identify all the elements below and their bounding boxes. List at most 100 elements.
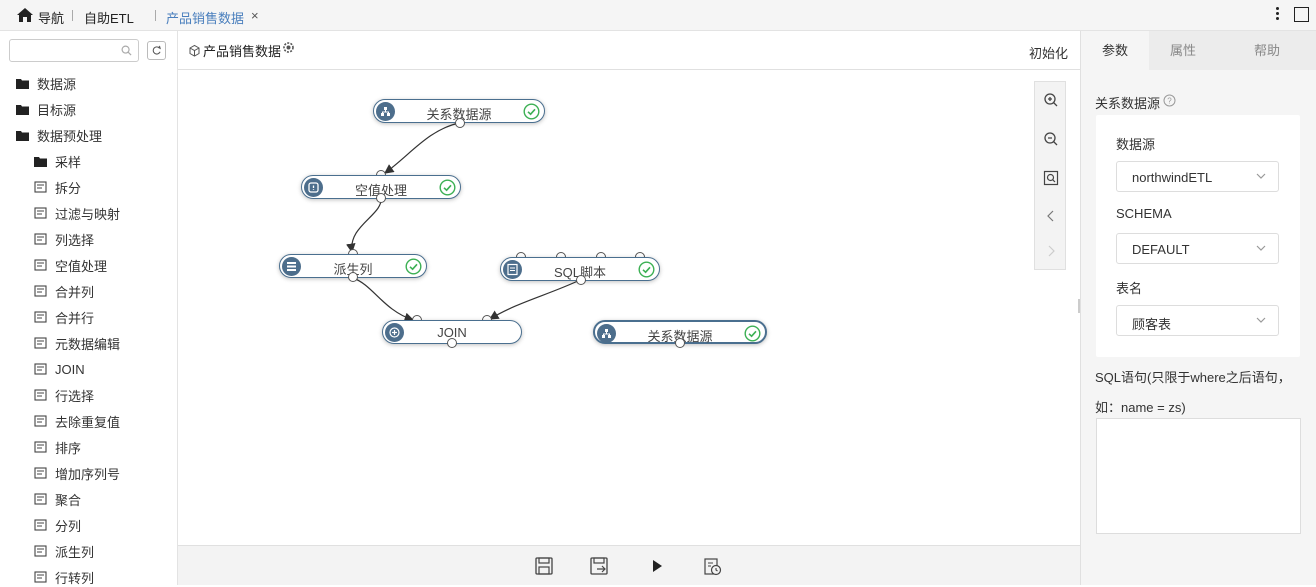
sidebar-item[interactable]: 派生列 <box>33 541 94 561</box>
output-port[interactable] <box>376 193 386 203</box>
maximize-icon[interactable] <box>1294 7 1309 22</box>
sidebar-item[interactable]: JOIN <box>33 359 85 379</box>
initialize-button[interactable]: 初始化 <box>1028 46 1068 61</box>
sidebar-item[interactable]: 行转列 <box>33 567 94 587</box>
sidebar-item[interactable]: 分列 <box>33 515 81 535</box>
sidebar-item-label: 行选择 <box>55 388 95 404</box>
sidebar-item[interactable]: 增加序列号 <box>33 463 120 483</box>
tab-params[interactable]: 参数 <box>1081 31 1149 70</box>
sidebar-item-label: 行转列 <box>55 570 95 586</box>
success-check-icon <box>638 261 655 278</box>
sql-script-icon <box>503 260 522 279</box>
table-label: 表名 <box>1116 281 1143 296</box>
success-check-icon <box>405 258 422 275</box>
tab-close-icon[interactable]: × <box>251 8 259 23</box>
zoom-in-icon[interactable] <box>1043 92 1059 108</box>
output-port[interactable] <box>576 275 586 285</box>
aggregate-icon <box>34 493 47 505</box>
join-icon <box>34 363 47 375</box>
refresh-button[interactable] <box>147 41 166 60</box>
output-port[interactable] <box>675 338 685 348</box>
sidebar-item[interactable]: 聚合 <box>33 489 81 509</box>
search-input[interactable] <box>9 39 139 62</box>
sort-icon <box>34 441 47 453</box>
bottom-toolbar <box>178 545 1080 585</box>
sidebar-item[interactable]: 采样 <box>33 151 81 171</box>
sidebar-item[interactable]: 排序 <box>33 437 81 457</box>
top-bar: 导航 自助ETL 产品销售数据 × <box>0 0 1316 31</box>
sidebar-item-label: 去除重复值 <box>55 414 121 430</box>
sidebar-item-label: 增加序列号 <box>55 466 121 482</box>
save-as-icon[interactable] <box>589 556 609 576</box>
sidebar-item-label: JOIN <box>55 361 85 377</box>
tab-product-sales[interactable]: 产品销售数据 <box>166 11 245 26</box>
sidebar-item[interactable]: 行选择 <box>33 385 94 405</box>
gear-icon[interactable] <box>282 41 295 54</box>
help-icon[interactable]: ? <box>1163 94 1176 107</box>
sidebar-item-label: 目标源 <box>37 102 77 118</box>
node-label: 派生列 <box>333 262 373 277</box>
sidebar-item[interactable]: 拆分 <box>33 177 81 197</box>
sidebar-item-label: 拆分 <box>55 180 82 196</box>
zoom-out-icon[interactable] <box>1043 131 1059 147</box>
sidebar-item-label: 排序 <box>55 440 82 456</box>
tab-help[interactable]: 帮助 <box>1217 31 1316 70</box>
fit-view-icon[interactable] <box>1043 170 1059 186</box>
node-label: JOIN <box>437 325 467 340</box>
sidebar-item[interactable]: 合并行 <box>33 307 94 327</box>
section-title: 关系数据源 <box>1095 96 1161 111</box>
output-port[interactable] <box>455 118 465 128</box>
sidebar-item-label: 数据预处理 <box>37 128 103 144</box>
params-form: 数据源 northwindETL SCHEMA DEFAULT 表名 顾客表 <box>1096 115 1300 357</box>
undo-icon[interactable] <box>1043 208 1059 224</box>
home-icon[interactable] <box>16 7 34 23</box>
sidebar-item[interactable]: 过滤与映射 <box>33 203 120 223</box>
folder-icon <box>16 105 29 115</box>
split-icon <box>34 181 47 193</box>
tab-attributes[interactable]: 属性 <box>1149 31 1217 70</box>
row-to-column-icon <box>34 571 47 583</box>
column-select-icon <box>34 233 47 245</box>
join-icon <box>385 323 404 342</box>
node-label: 关系数据源 <box>426 107 492 122</box>
derived-column-icon <box>34 545 47 557</box>
folder-open-icon <box>16 131 29 141</box>
datasource-icon <box>376 102 395 121</box>
run-icon[interactable] <box>647 556 667 576</box>
null-handle-icon <box>34 259 47 271</box>
success-check-icon <box>523 103 540 120</box>
sidebar-item[interactable]: 空值处理 <box>33 255 107 275</box>
sidebar-item[interactable]: 列选择 <box>33 229 94 249</box>
schema-select[interactable]: DEFAULT <box>1116 233 1279 264</box>
more-menu-icon[interactable] <box>1270 6 1284 24</box>
chevron-down-icon <box>1256 245 1266 251</box>
sidebar-item[interactable]: 数据预处理 <box>15 125 102 145</box>
row-select-icon <box>34 389 47 401</box>
sidebar-item[interactable]: 合并列 <box>33 281 94 301</box>
datasource-select[interactable]: northwindETL <box>1116 161 1279 192</box>
edge <box>352 277 415 322</box>
sql-textarea[interactable] <box>1096 418 1301 534</box>
save-icon[interactable] <box>534 556 554 576</box>
schedule-icon[interactable] <box>702 556 722 576</box>
datasource-icon <box>597 324 616 343</box>
filter-map-icon <box>34 207 47 219</box>
etl-link[interactable]: 自助ETL <box>84 11 134 26</box>
flow-canvas[interactable]: 关系数据源 空值处理 派生列 SQL脚本 <box>178 70 1080 545</box>
output-port[interactable] <box>348 272 358 282</box>
sidebar-item[interactable]: 目标源 <box>15 99 76 119</box>
redo-icon[interactable] <box>1043 243 1059 259</box>
nav-label[interactable]: 导航 <box>38 11 65 26</box>
sidebar-item[interactable]: 去除重复值 <box>33 411 120 431</box>
table-select[interactable]: 顾客表 <box>1116 305 1279 336</box>
resize-handle[interactable] <box>1078 299 1080 313</box>
component-sidebar: 数据源目标源数据预处理采样拆分过滤与映射列选择空值处理合并列合并行元数据编辑 JO… <box>0 31 178 587</box>
sidebar-item-label: 过滤与映射 <box>55 206 121 222</box>
flow-node-null-handle[interactable]: 空值处理 <box>301 175 461 199</box>
output-port[interactable] <box>447 338 457 348</box>
sidebar-item-label: 空值处理 <box>55 258 108 274</box>
node-label: 关系数据源 <box>647 329 713 344</box>
sidebar-item[interactable]: 元数据编辑 <box>33 333 120 353</box>
sidebar-item-label: 列选择 <box>55 232 95 248</box>
sidebar-item[interactable]: 数据源 <box>15 73 76 93</box>
